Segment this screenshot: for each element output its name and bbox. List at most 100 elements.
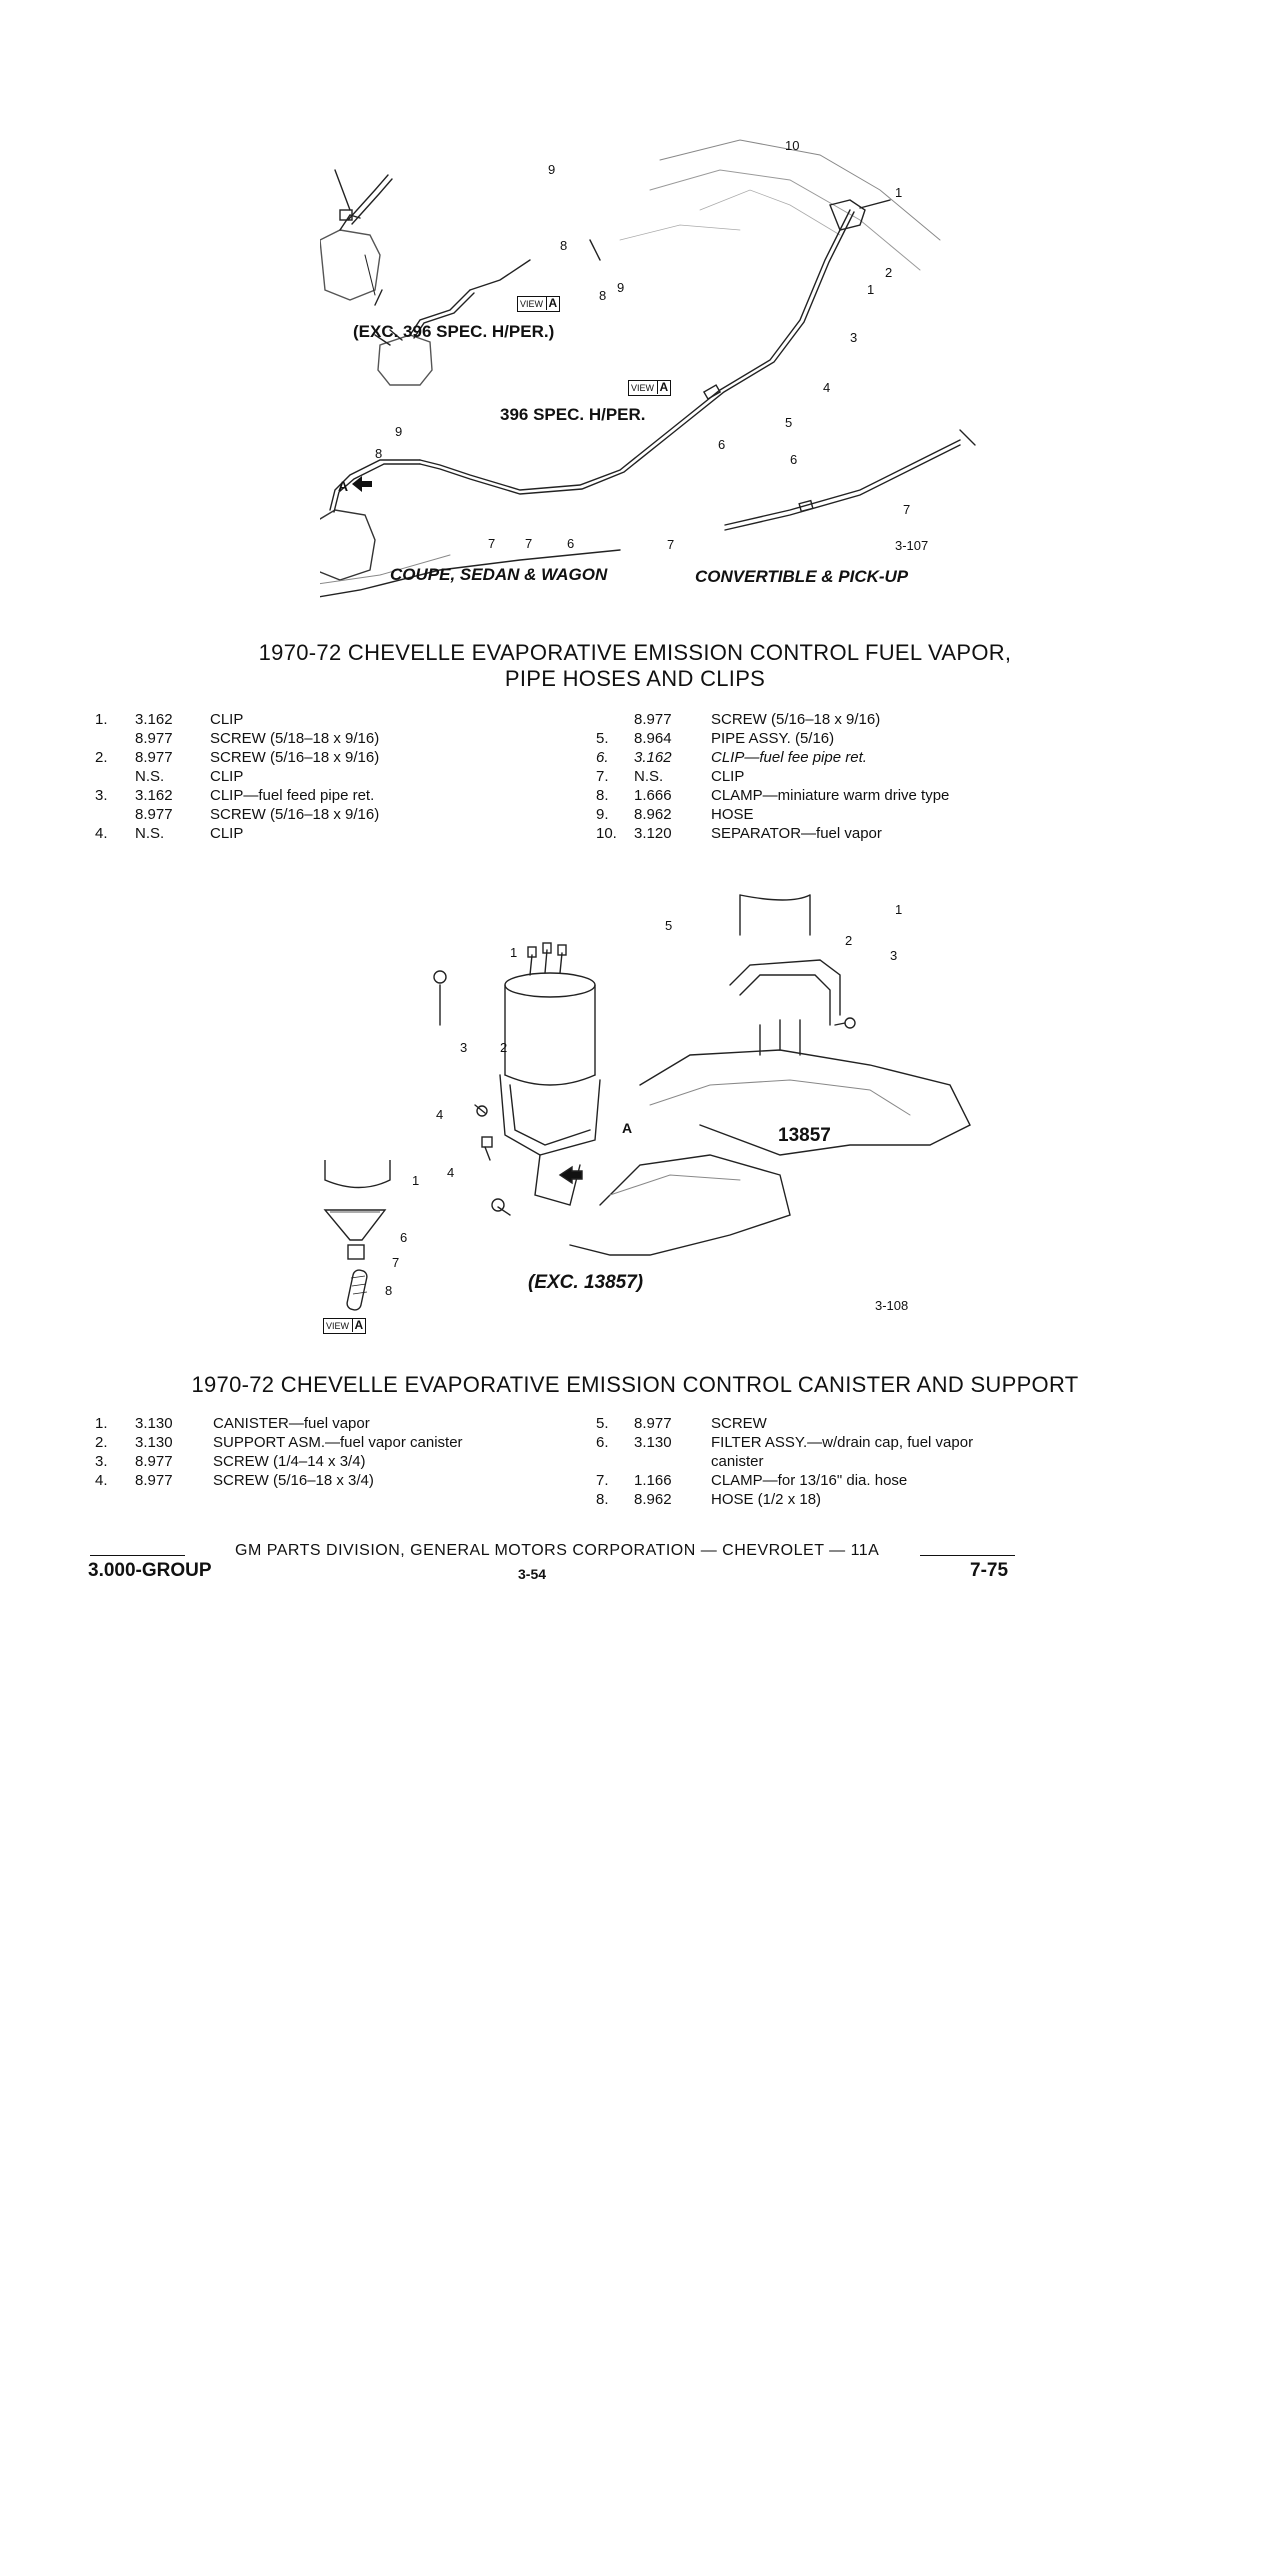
part-row: 8.977 SCREW (5/16–18 x 9/16)	[95, 805, 595, 824]
part-description: SCREW	[711, 1415, 767, 1432]
part-description: CLIP—fuel feed pipe ret.	[210, 787, 375, 804]
part-description: SCREW (5/16–18 x 9/16)	[210, 806, 380, 823]
section1-title-line2: PIPE HOSES AND CLIPS	[504, 666, 766, 691]
view-a-filter-detail	[323, 1160, 391, 1311]
part-row: 8.977 SCREW (5/16–18 x 9/16)	[596, 710, 1116, 729]
part-description: SCREW (5/16–18 x 9/16)	[210, 749, 380, 766]
part-number: 8.962	[634, 806, 672, 823]
part-row: 1. 3.162 CLIP	[95, 710, 595, 729]
part-number: 3.162	[135, 711, 173, 728]
part-index: 7.	[596, 768, 609, 785]
part-index: 4.	[95, 1472, 108, 1489]
fuel-vapor-pipe-diagram	[320, 139, 976, 598]
part-number: 3.130	[135, 1415, 173, 1432]
part-description: PIPE ASSY. (5/16)	[711, 730, 835, 747]
section2-title-text: 1970-72 CHEVELLE EVAPORATIVE EMISSION CO…	[191, 1372, 1079, 1397]
part-row: 4. N.S. CLIP	[95, 824, 595, 843]
part-number: 8.962	[634, 1491, 672, 1508]
footer-date: 7-75	[970, 1560, 1009, 1581]
part-description: CLIP	[711, 768, 745, 785]
part-row: 3. 8.977 SCREW (1/4–14 x 3/4)	[95, 1453, 595, 1472]
footer-group: 3.000-GROUP	[88, 1560, 212, 1581]
part-number: 3.120	[634, 825, 672, 842]
part-index: 2.	[95, 749, 108, 766]
footer-rule-left	[90, 1555, 185, 1556]
part-row: 7. N.S. CLIP	[596, 767, 1116, 786]
part-row: 10. 3.120 SEPARATOR—fuel vapor	[596, 824, 1116, 843]
part-number: N.S.	[634, 768, 664, 785]
part-description: CLAMP—for 13/16" dia. hose	[711, 1472, 908, 1489]
part-number: 8.977	[135, 1453, 173, 1470]
part-number: 8.977	[135, 806, 173, 823]
part-index: 10.	[596, 825, 617, 842]
part-description: HOSE	[711, 806, 754, 823]
part-description: HOSE (1/2 x 18)	[711, 1491, 822, 1508]
part-number: 3.130	[135, 1434, 173, 1451]
part-index: 3.	[95, 787, 108, 804]
part-description: CLIP	[210, 825, 244, 842]
part-description: CLIP	[210, 768, 244, 785]
part-description: SEPARATOR—fuel vapor	[711, 825, 882, 842]
part-description: SCREW (5/16–18 x 3/4)	[213, 1472, 374, 1489]
part-description: SCREW (5/16–18 x 9/16)	[711, 711, 881, 728]
part-number: 8.977	[634, 711, 672, 728]
part-index: 4.	[95, 825, 108, 842]
part-row: 3. 3.162 CLIP—fuel feed pipe ret.	[95, 786, 595, 805]
part-number: 8.977	[634, 1415, 672, 1432]
part-number: 3.162	[135, 787, 173, 804]
part-index: 3.	[95, 1453, 108, 1470]
part-row: 4. 8.977 SCREW (5/16–18 x 3/4)	[95, 1472, 595, 1491]
part-index: 6.	[596, 749, 609, 766]
part-index: 9.	[596, 806, 609, 823]
part-row: 8. 8.962 HOSE (1/2 x 18)	[596, 1491, 1116, 1510]
part-index: 2.	[95, 1434, 108, 1451]
part-row: 5. 8.977 SCREW	[596, 1415, 1116, 1434]
part-description: canister	[711, 1453, 764, 1470]
part-index: 5.	[596, 730, 609, 747]
part-index: 8.	[596, 787, 609, 804]
part-number: 3.162	[634, 749, 672, 766]
part-number: 3.130	[634, 1434, 672, 1451]
part-index: 1.	[95, 711, 108, 728]
part-description: FILTER ASSY.—w/drain cap, fuel vapor	[711, 1434, 974, 1451]
part-index: 7.	[596, 1472, 609, 1489]
part-number: 1.166	[634, 1472, 672, 1489]
part-description: SUPPORT ASM.—fuel vapor canister	[213, 1434, 463, 1451]
part-row: 8.977 SCREW (5/18–18 x 9/16)	[95, 729, 595, 748]
part-number: 8.964	[634, 730, 672, 747]
part-row: 2. 3.130 SUPPORT ASM.—fuel vapor canister	[95, 1434, 595, 1453]
part-number: N.S.	[135, 768, 165, 785]
part-row: 5. 8.964 PIPE ASSY. (5/16)	[596, 729, 1116, 748]
part-description: SCREW (1/4–14 x 3/4)	[213, 1453, 366, 1470]
part-row: canister	[596, 1453, 1116, 1472]
footer-division: GM PARTS DIVISION, GENERAL MOTORS CORPOR…	[235, 1542, 880, 1559]
section1-title-line1: 1970-72 CHEVELLE EVAPORATIVE EMISSION CO…	[258, 640, 1012, 665]
footer-rule-right	[920, 1555, 1015, 1556]
part-row: N.S. CLIP	[95, 767, 595, 786]
part-row: 2. 8.977 SCREW (5/16–18 x 9/16)	[95, 748, 595, 767]
part-description: CLIP—fuel fee pipe ret.	[711, 749, 867, 766]
part-row: 7. 1.166 CLAMP—for 13/16" dia. hose	[596, 1472, 1116, 1491]
part-index: 1.	[95, 1415, 108, 1432]
canister-support-diagram	[433, 894, 971, 1256]
part-row: 9. 8.962 HOSE	[596, 805, 1116, 824]
part-index: 5.	[596, 1415, 609, 1432]
part-row: 6. 3.162 CLIP—fuel fee pipe ret.	[596, 748, 1116, 767]
part-number: 8.977	[135, 1472, 173, 1489]
part-number: N.S.	[135, 825, 165, 842]
part-index: 8.	[596, 1491, 609, 1508]
part-description: SCREW (5/18–18 x 9/16)	[210, 730, 380, 747]
part-number: 8.977	[135, 730, 173, 747]
footer-page: 3-54	[518, 1566, 547, 1582]
section1-parts-list-right: 8.977 SCREW (5/16–18 x 9/16) 5. 8.964 PIPE A…	[596, 710, 1116, 843]
part-row: 8. 1.666 CLAMP—miniature warm drive type	[596, 786, 1116, 805]
part-number: 1.666	[634, 787, 672, 804]
part-number: 8.977	[135, 749, 173, 766]
part-description: CLIP	[210, 711, 244, 728]
part-description: CLAMP—miniature warm drive type	[711, 787, 950, 804]
